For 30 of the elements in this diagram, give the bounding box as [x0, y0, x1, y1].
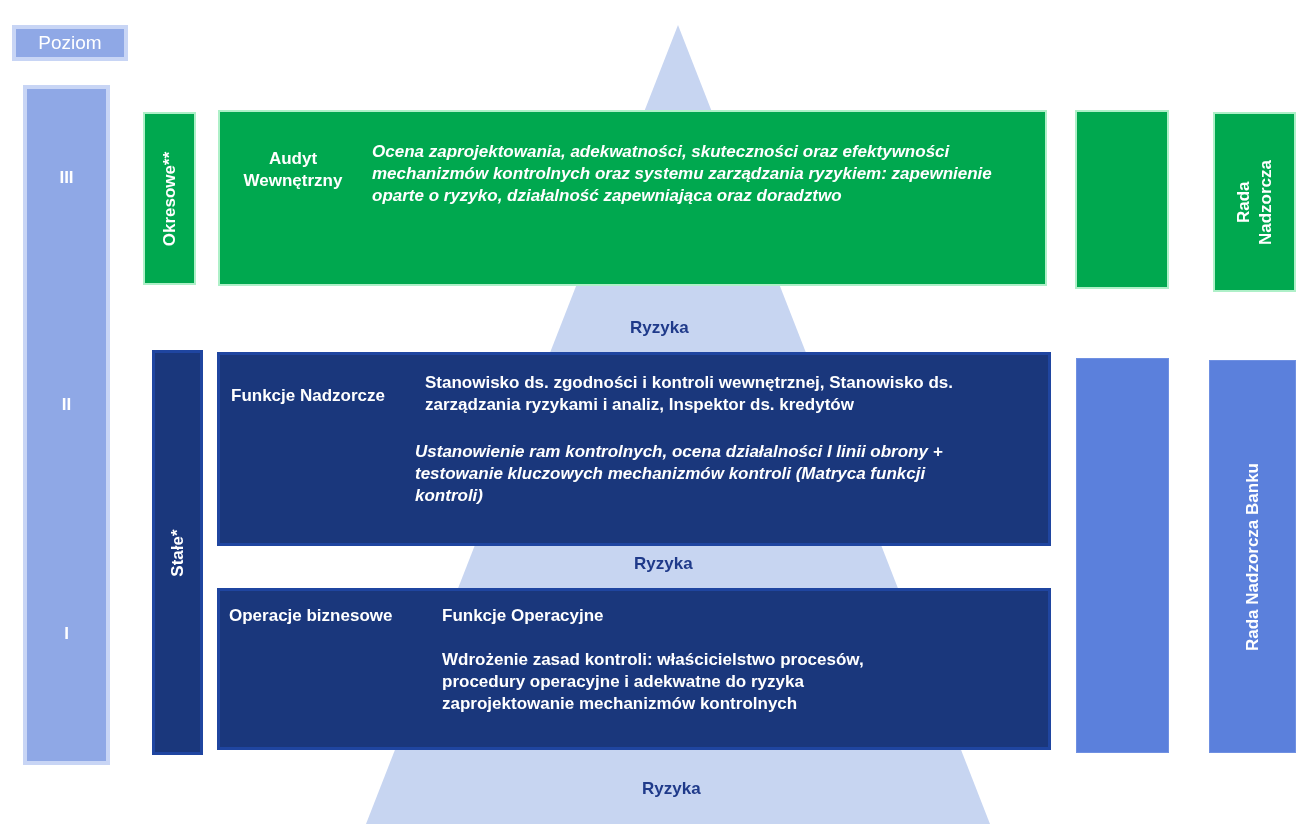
level-numeral: II: [60, 394, 73, 416]
pyramid-label: Ryzyka: [630, 318, 689, 338]
pyramid-label: Ryzyka: [642, 779, 701, 799]
pyramid-label: Ryzyka: [634, 554, 693, 574]
side-bar: [143, 112, 196, 285]
heading-text: Funkcje Operacyjne: [442, 605, 605, 627]
panel: [218, 110, 1047, 286]
heading-text: Funkcje Nadzorcze: [231, 385, 386, 407]
heading-text: Rada Nadzorcza Banku: [1241, 462, 1263, 651]
heading-text: Okresowe**: [158, 151, 180, 246]
heading-text: Poziom: [37, 30, 103, 55]
heading-text: Rada Nadzorcza: [1232, 158, 1276, 246]
level-numeral: III: [58, 167, 75, 189]
empty-panel: [1076, 358, 1169, 753]
panel: [217, 588, 1051, 750]
panel: [1213, 112, 1296, 292]
heading-text: Audyt Wewnętrzny: [242, 148, 344, 193]
description-text: Ocena zaprojektowania, adekwatności, skuteczności oraz efektywności mechanizmów kontrolnych oraz systemu zarządzania ryzykiem: zapewnienie oparte o ryzyko, działalność zapewniająca oraz doradztwo: [372, 141, 992, 208]
heading-text: Stałe*: [166, 528, 188, 577]
panel: [1209, 360, 1296, 753]
level-bar: [23, 85, 110, 765]
empty-panel: [1075, 110, 1169, 289]
heading-text: Operacje biznesowe: [229, 605, 394, 627]
side-bar: [152, 350, 203, 755]
description-text: Ustanowienie ram kontrolnych, ocena działalności I linii obrony + testowanie kluczowych mechanizmów kontroli (Matryca funkcji kontroli): [415, 441, 944, 508]
panel: [217, 352, 1051, 546]
heading-text: Wdrożenie zasad kontroli: właścicielstwo procesów, procedury operacyjne i adekwatne do ryzyka zaprojektowanie mechanizmów kontrolnych: [442, 649, 865, 716]
level-numeral: I: [63, 623, 70, 645]
heading-text: Stanowisko ds. zgodności i kontroli wewnętrznej, Stanowisko ds. zarządzania ryzykami i analiz, Inspektor ds. kredytów: [425, 372, 955, 417]
header-box: [12, 25, 128, 61]
